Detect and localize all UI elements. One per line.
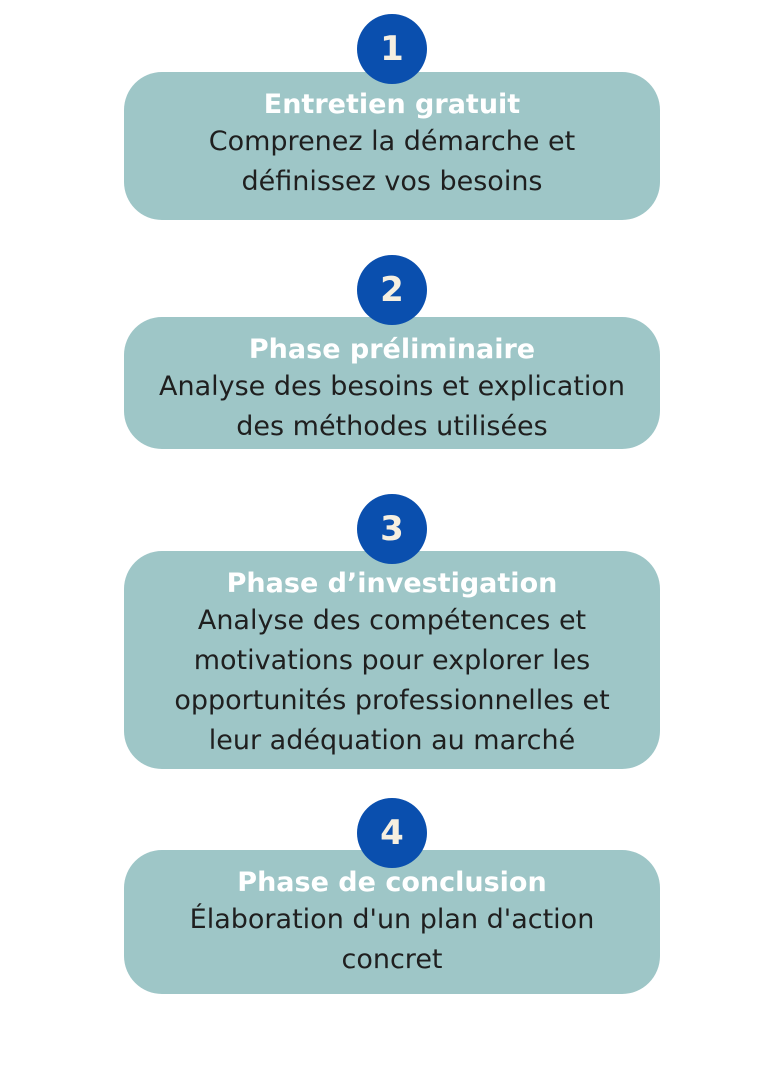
step-title: Phase de conclusion xyxy=(237,867,547,898)
step-description-line: concret xyxy=(341,944,443,975)
step-description-line: leur adéquation au marché xyxy=(208,725,576,756)
step-number-badge: 2 xyxy=(357,255,427,325)
step-card: Phase préliminaire Analyse des besoins e… xyxy=(124,317,660,449)
step-description: Élaboration d'un plan d'action concret xyxy=(124,900,660,980)
step-description-line: Analyse des compétences et xyxy=(197,605,587,636)
step-title: Phase d’investigation xyxy=(226,568,558,599)
step-title: Phase préliminaire xyxy=(248,334,536,365)
step-title: Entretien gratuit xyxy=(263,89,521,120)
step-description: Comprenez la démarche et définissez vos … xyxy=(124,122,660,202)
step-description-line: des méthodes utilisées xyxy=(236,411,548,442)
step-description: Analyse des besoins et explication des m… xyxy=(124,367,660,447)
step-card: Entretien gratuit Comprenez la démarche … xyxy=(124,72,660,220)
step-number-badge: 1 xyxy=(357,14,427,84)
step-description-line: Analyse des besoins et explication xyxy=(158,371,625,402)
step-description: Analyse des compétences et motivations p… xyxy=(124,601,660,761)
step-description-line: Élaboration d'un plan d'action xyxy=(189,904,595,935)
step-card: Phase d’investigation Analyse des compét… xyxy=(124,551,660,769)
step-description-line: opportunités professionnelles et xyxy=(174,685,610,716)
step-number-badge: 4 xyxy=(357,798,427,868)
step-description-line: Comprenez la démarche et xyxy=(208,126,576,157)
step-card: Phase de conclusion Élaboration d'un pla… xyxy=(124,850,660,994)
step-number-badge: 3 xyxy=(357,494,427,564)
step-description-line: motivations pour explorer les xyxy=(193,645,591,676)
step-description-line: définissez vos besoins xyxy=(241,166,543,197)
